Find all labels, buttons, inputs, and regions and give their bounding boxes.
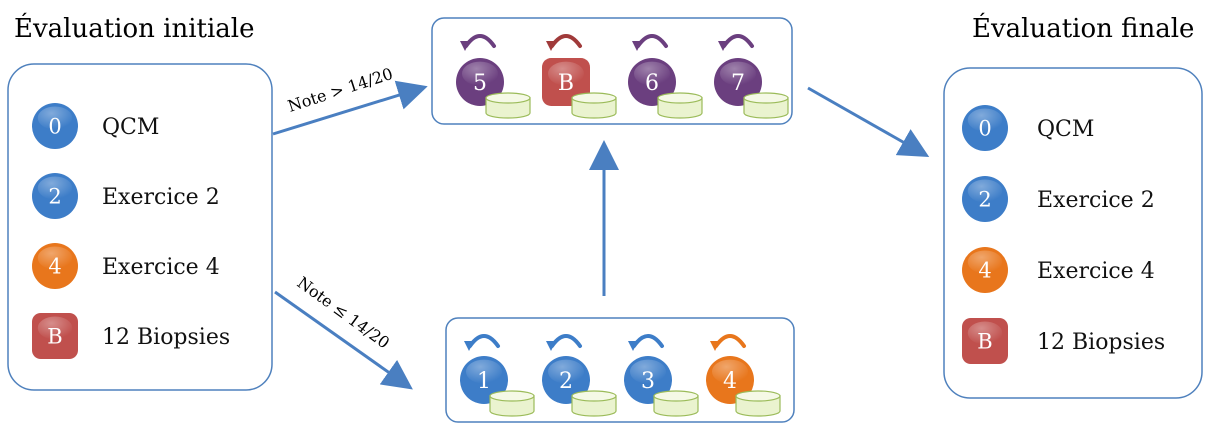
initial-panel xyxy=(7,63,273,391)
final-item-label: 12 Biopsies xyxy=(1037,330,1165,355)
upper-storage-top-icon xyxy=(571,92,617,104)
lower-step: 1 xyxy=(460,334,535,417)
initial-item-label: Exercice 4 xyxy=(102,255,220,280)
lower-storage-top-icon xyxy=(571,390,617,402)
final-title: Évaluation finale xyxy=(972,12,1194,44)
lower-badge-gloss xyxy=(548,359,584,384)
initial-badge-text: 2 xyxy=(48,185,61,209)
upper-storage-icon xyxy=(743,97,789,119)
upper-condition-label: Note > 14/20 xyxy=(285,64,395,116)
upper-badge-gloss xyxy=(462,61,498,86)
lower-loop-arrowhead-icon xyxy=(710,341,720,351)
final-badge-gloss xyxy=(967,179,1003,203)
final-item: 2 Exercice 2 xyxy=(962,176,1155,222)
final-item: 0 QCM xyxy=(962,105,1094,151)
lower-badge-gloss xyxy=(466,359,502,384)
initial-item-label: QCM xyxy=(102,115,159,140)
initial-badge-gloss xyxy=(37,246,73,270)
lower-badge-gloss xyxy=(712,359,748,384)
final-badge-text: B xyxy=(977,330,992,354)
final-badge-gloss xyxy=(967,321,1003,345)
initial-item-label: 12 Biopsies xyxy=(102,325,230,350)
upper-badge-text: 6 xyxy=(645,71,659,96)
upper-storage-top-icon xyxy=(657,92,703,104)
initial-item: B 12 Biopsies xyxy=(32,313,230,359)
initial-item: 0 QCM xyxy=(32,103,159,149)
lower-loop-arrowhead-icon xyxy=(464,341,474,351)
final-badge-text: 4 xyxy=(978,259,991,283)
initial-badge-text: B xyxy=(47,325,62,349)
lower-step-list: 1 2 3 4 xyxy=(460,334,781,417)
initial-badge-gloss xyxy=(37,106,73,130)
lower-step: 4 xyxy=(706,334,781,417)
lower-badge-text: 4 xyxy=(723,369,737,394)
upper-step: 5 xyxy=(456,34,531,119)
upper-loop-arrowhead-icon xyxy=(460,41,470,51)
lower-storage-top-icon xyxy=(489,390,535,402)
upper-loop-arrowhead-icon xyxy=(632,41,642,51)
lower-storage-icon xyxy=(653,395,699,417)
final-badge-gloss xyxy=(967,108,1003,132)
initial-item-list: 0 QCM 2 Exercice 2 4 Exercice 4 B 12 Biopsies xyxy=(32,103,230,359)
upper-badge-text: B xyxy=(558,71,574,96)
initial-item: 4 Exercice 4 xyxy=(32,243,220,289)
final-panel xyxy=(943,67,1203,399)
upper-step: 7 xyxy=(714,34,789,119)
initial-badge-text: 4 xyxy=(48,255,61,279)
upper-badge-text: 5 xyxy=(473,71,487,96)
final-item-label: QCM xyxy=(1037,117,1094,142)
initial-badge-gloss xyxy=(37,316,73,340)
initial-item: 2 Exercice 2 xyxy=(32,173,220,219)
upper-badge-gloss xyxy=(634,61,670,86)
lower-badge-text: 2 xyxy=(559,369,573,394)
upper-storage-icon xyxy=(657,97,703,119)
lower-badge-gloss xyxy=(630,359,666,384)
lower-storage-icon xyxy=(735,395,781,417)
upper-storage-icon xyxy=(485,97,531,119)
final-item: B 12 Biopsies xyxy=(962,318,1165,364)
arrow-to-final xyxy=(807,86,930,157)
lower-storage-top-icon xyxy=(653,390,699,402)
arrow-to-upper-path xyxy=(272,80,428,136)
lower-loop-arrowhead-icon xyxy=(628,341,638,351)
upper-storage-top-icon xyxy=(743,92,789,104)
upper-step: 6 xyxy=(628,34,703,119)
lower-loop-arrowhead-icon xyxy=(546,341,556,351)
lower-storage-icon xyxy=(571,395,617,417)
upper-storage-top-icon xyxy=(485,92,531,104)
lower-badge-text: 3 xyxy=(641,369,655,394)
arrow-to-lower-path xyxy=(274,290,413,390)
final-badge-gloss xyxy=(967,250,1003,274)
upper-storage-icon xyxy=(571,97,617,119)
final-badge-text: 2 xyxy=(978,188,991,212)
final-badge-text: 0 xyxy=(978,117,991,141)
upper-loop-arrowhead-icon xyxy=(718,41,728,51)
upper-badge-text: 7 xyxy=(731,71,745,96)
lower-storage-icon xyxy=(489,395,535,417)
upper-step: B xyxy=(542,34,617,119)
final-item: 4 Exercice 4 xyxy=(962,247,1155,293)
upper-badge-gloss xyxy=(720,61,756,86)
lower-badge-text: 1 xyxy=(477,369,491,394)
upper-step-list: 5 B 6 7 xyxy=(456,34,789,119)
lower-storage-top-icon xyxy=(735,390,781,402)
final-item-list: 0 QCM 2 Exercice 2 4 Exercice 4 B 12 Biopsies xyxy=(962,105,1165,364)
initial-item-label: Exercice 2 xyxy=(102,185,220,210)
final-item-label: Exercice 2 xyxy=(1037,188,1155,213)
final-item-label: Exercice 4 xyxy=(1037,259,1155,284)
upper-loop-arrowhead-icon xyxy=(546,41,556,51)
initial-badge-text: 0 xyxy=(48,115,61,139)
initial-badge-gloss xyxy=(37,176,73,200)
initial-title: Évaluation initiale xyxy=(14,12,255,44)
lower-step: 3 xyxy=(624,334,699,417)
upper-badge-gloss xyxy=(548,61,584,86)
lower-step: 2 xyxy=(542,334,617,417)
